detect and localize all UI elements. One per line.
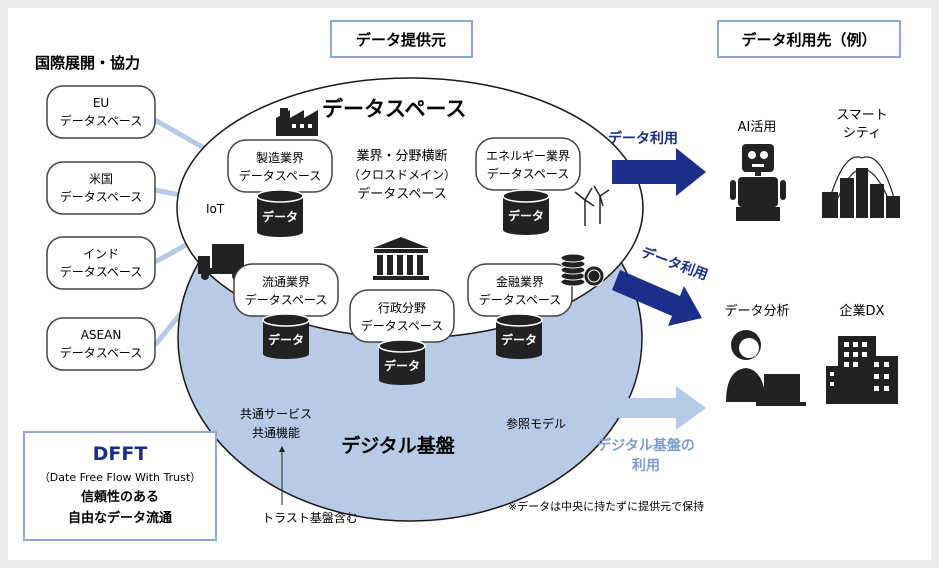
dfft-line2: 自由なデータ流通 — [68, 510, 172, 526]
cross-domain-line2: （クロスドメイン） — [348, 168, 456, 182]
user-label: データ利用先（例） — [741, 31, 876, 49]
logistics-line1: 流通業界 — [262, 275, 310, 289]
user-smartcity-line2: シティ — [843, 126, 881, 141]
dfft-subtitle: （Date Free Flow With Trust） — [39, 471, 201, 484]
intl-india-line2: データスペース — [60, 264, 143, 279]
energy-line2: データスペース — [487, 166, 570, 181]
platform-title: デジタル基盤 — [341, 434, 456, 457]
provider-label: データ提供元 — [356, 31, 446, 49]
database-label-energy: データ — [508, 208, 544, 223]
robot-icon — [730, 144, 786, 221]
database-icon-logistics: データ — [262, 313, 310, 359]
intl-asean-line1: ASEAN — [81, 328, 122, 342]
wind-turbine-icon — [574, 185, 610, 226]
energy-dataspace: エネルギー業界 データスペース — [475, 137, 581, 191]
government-dataspace: 行政分野 データスペース — [349, 289, 455, 343]
cross-domain-line1: 業界・分野横断 — [356, 148, 447, 164]
database-icon-energy: データ — [502, 189, 550, 235]
common-services: 共通サービス — [240, 407, 312, 421]
user-analysis-label: データ分析 — [724, 303, 789, 319]
government-building-icon — [373, 237, 429, 280]
factory-icon — [276, 108, 318, 136]
intl-us-line1: 米国 — [89, 172, 113, 186]
analyst-icon — [726, 330, 806, 406]
dfft-line1: 信頼性のある — [81, 489, 159, 505]
energy-line1: エネルギー業界 — [486, 149, 570, 163]
database-icon-finance: データ — [495, 313, 543, 359]
user-label-box — [717, 20, 901, 58]
intl-box-india: インド データスペース — [46, 236, 156, 290]
data-use-label-lower: データ利用 — [639, 244, 711, 284]
database-icon-government: データ — [378, 339, 426, 385]
user-ai-label: AI活用 — [738, 120, 777, 135]
reference-model: 参照モデル — [506, 416, 566, 431]
data-use-arrow-lower — [612, 270, 702, 326]
manufacturing-line1: 製造業界 — [256, 151, 304, 165]
trust-base: トラスト基盤含む — [262, 510, 358, 525]
intl-box-us: 米国 データスペース — [46, 161, 156, 215]
data-use-label-upper: データ利用 — [608, 130, 678, 147]
logistics-dataspace: 流通業界 データスペース — [233, 263, 339, 317]
government-line1: 行政分野 — [378, 301, 426, 315]
coins-icon — [560, 253, 605, 287]
database-label-manufacturing: データ — [262, 209, 298, 224]
user-dx-label: 企業DX — [840, 303, 885, 319]
office-building-icon — [826, 336, 898, 404]
finance-line1: 金融業界 — [496, 274, 544, 289]
government-line2: データスペース — [361, 318, 444, 333]
database-label-government: データ — [384, 358, 420, 373]
intl-us-line2: データスペース — [60, 189, 143, 204]
data-use-arrow-upper — [612, 148, 706, 196]
platform-use-line1: デジタル基盤の — [597, 437, 695, 454]
intl-eu-line2: データスペース — [60, 113, 143, 128]
intl-eu-line1: EU — [93, 96, 109, 110]
intl-box-eu: EU データスペース — [46, 85, 156, 139]
manufacturing-line2: データスペース — [239, 168, 322, 183]
dfft-title: DFFT — [93, 443, 148, 465]
provider-label-box — [330, 20, 473, 58]
database-icon-manufacturing: データ — [256, 189, 304, 237]
smart-city-icon — [822, 156, 900, 218]
user-smartcity-line1: スマート — [836, 108, 888, 123]
database-label-finance: データ — [501, 332, 537, 347]
iot-label: IoT — [206, 202, 225, 216]
footnote: ※データは中央に持たずに提供元で保持 — [508, 499, 704, 513]
intl-asean-line2: データスペース — [60, 345, 143, 360]
platform-use-line2: 利用 — [632, 457, 660, 474]
finance-line2: データスペース — [479, 292, 562, 307]
logistics-line2: データスペース — [245, 292, 328, 307]
truck-icon — [198, 244, 246, 280]
intl-title: 国際展開・協力 — [35, 54, 140, 72]
finance-dataspace: 金融業界 データスペース — [467, 263, 573, 317]
trust-pointer-arrowhead — [279, 446, 285, 452]
dfft-box: DFFT （Date Free Flow With Trust） 信頼性のある … — [23, 431, 217, 541]
intl-box-asean: ASEAN データスペース — [46, 317, 156, 371]
platform-use-arrow — [604, 386, 706, 430]
common-functions: 共通機能 — [252, 425, 300, 440]
manufacturing-dataspace: 製造業界 データスペース — [227, 139, 333, 193]
dataspace-title: データスペース — [322, 97, 466, 121]
database-label-logistics: データ — [268, 332, 304, 347]
cross-domain-line3: データスペース — [357, 186, 446, 202]
intl-india-line1: インド — [83, 247, 119, 261]
